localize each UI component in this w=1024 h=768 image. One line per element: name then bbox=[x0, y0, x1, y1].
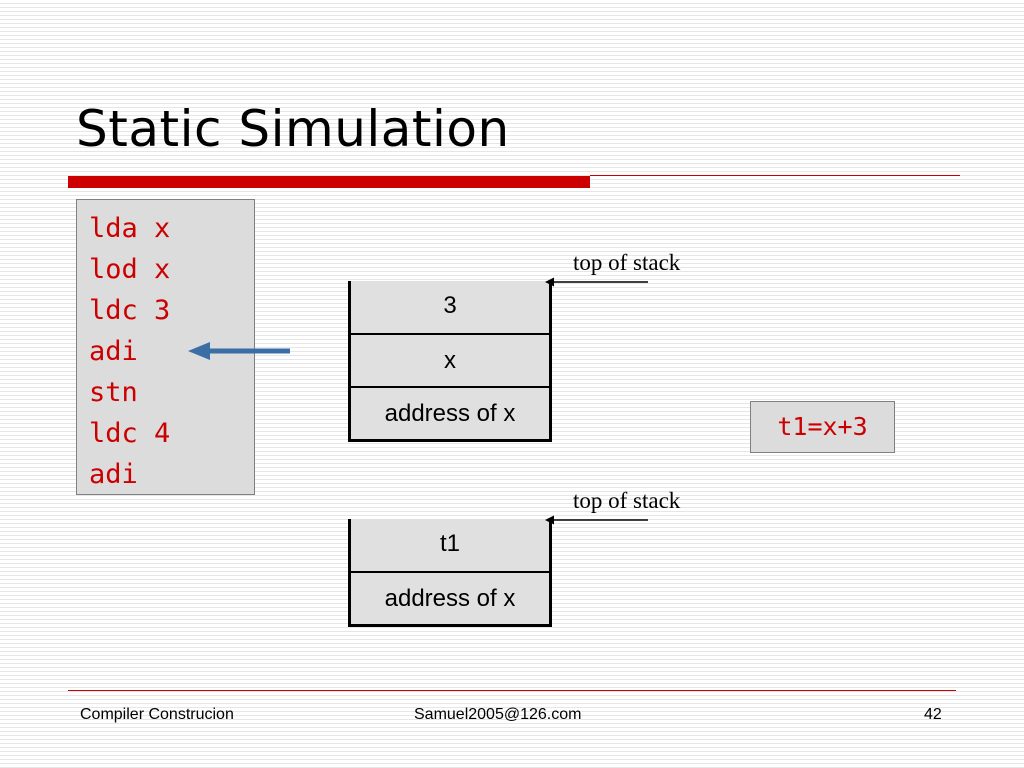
code-line: adi bbox=[89, 459, 138, 490]
footer-page-number: 42 bbox=[924, 706, 942, 723]
footer-email: Samuel2005@126.com bbox=[414, 706, 582, 723]
top-of-stack-arrow-icon bbox=[545, 277, 648, 287]
stack-after: t1 address of x bbox=[348, 519, 552, 627]
top-of-stack-label: top of stack bbox=[573, 488, 681, 513]
title-underline-thin bbox=[590, 175, 960, 176]
result-expression: t1=x+3 bbox=[750, 401, 895, 453]
stack-cell: 3 bbox=[443, 292, 457, 319]
title-underline-thick bbox=[68, 176, 590, 188]
code-line: ldc 4 bbox=[89, 418, 171, 449]
code-line: stn bbox=[89, 377, 138, 408]
current-instruction-arrow-icon bbox=[188, 342, 290, 360]
stack-cell: address of x bbox=[351, 571, 549, 624]
code-listing: lda x lod x ldc 3 adi stn ldc 4 adi bbox=[76, 199, 255, 495]
stack-before: 3 x address of x bbox=[348, 281, 552, 442]
stack-cell: address of x bbox=[351, 386, 549, 439]
footer-course: Compiler Construcion bbox=[80, 706, 234, 723]
code-line: adi bbox=[89, 336, 138, 367]
top-of-stack-arrow-icon bbox=[545, 515, 648, 525]
code-line: ldc 3 bbox=[89, 295, 171, 326]
code-line: lod x bbox=[89, 254, 171, 285]
stack-cell: x bbox=[351, 333, 549, 386]
slide-title: Static Simulation bbox=[76, 100, 510, 158]
code-line: lda x bbox=[89, 213, 171, 244]
top-of-stack-label: top of stack bbox=[573, 250, 681, 275]
stack-cell: t1 bbox=[439, 530, 460, 557]
footer-rule bbox=[68, 690, 956, 691]
